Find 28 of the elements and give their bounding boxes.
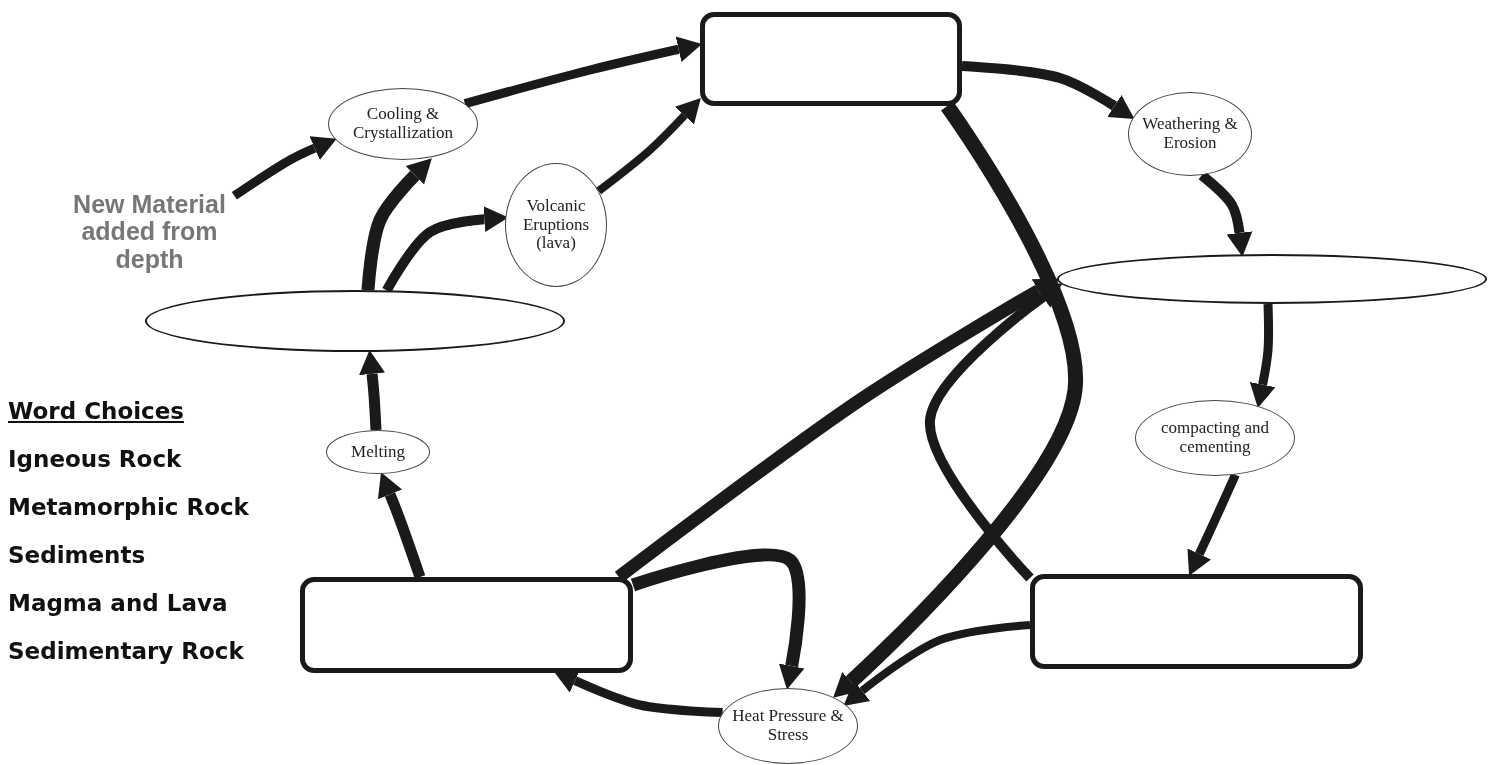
arrow — [596, 98, 701, 195]
arrow — [361, 158, 432, 291]
process-label: Cooling & Crystallization — [351, 105, 455, 143]
blank-box — [1030, 574, 1363, 669]
list-heading: Word Choices — [8, 398, 185, 424]
arrow — [463, 36, 702, 108]
process-label: Melting — [351, 442, 405, 462]
arrow — [231, 136, 337, 200]
word-choice: Sedimentary Rock — [8, 638, 244, 664]
word-choice: Igneous Rock — [8, 446, 182, 472]
arrow — [961, 60, 1135, 119]
arrow — [1249, 303, 1276, 409]
word-choice: Magma and Lava — [8, 590, 228, 616]
blank-box — [700, 12, 962, 106]
arrow — [377, 472, 426, 579]
process-label: compacting and cementing — [1159, 419, 1271, 457]
arrow — [1198, 171, 1253, 257]
note-text: New Material added from depth — [72, 190, 227, 274]
arrow — [630, 548, 806, 690]
word-choice: Metamorphic Rock — [8, 494, 249, 520]
arrow — [359, 349, 385, 431]
arrow — [925, 283, 1063, 582]
arrow — [843, 621, 1031, 706]
word-choice: Sediments — [8, 542, 146, 568]
process-label: Heat Pressure & Stress — [731, 707, 845, 745]
process-label: Volcanic Eruptions (lava) — [521, 196, 591, 254]
blank-box — [300, 577, 633, 673]
process-label: Weathering & Erosion — [1141, 115, 1239, 153]
